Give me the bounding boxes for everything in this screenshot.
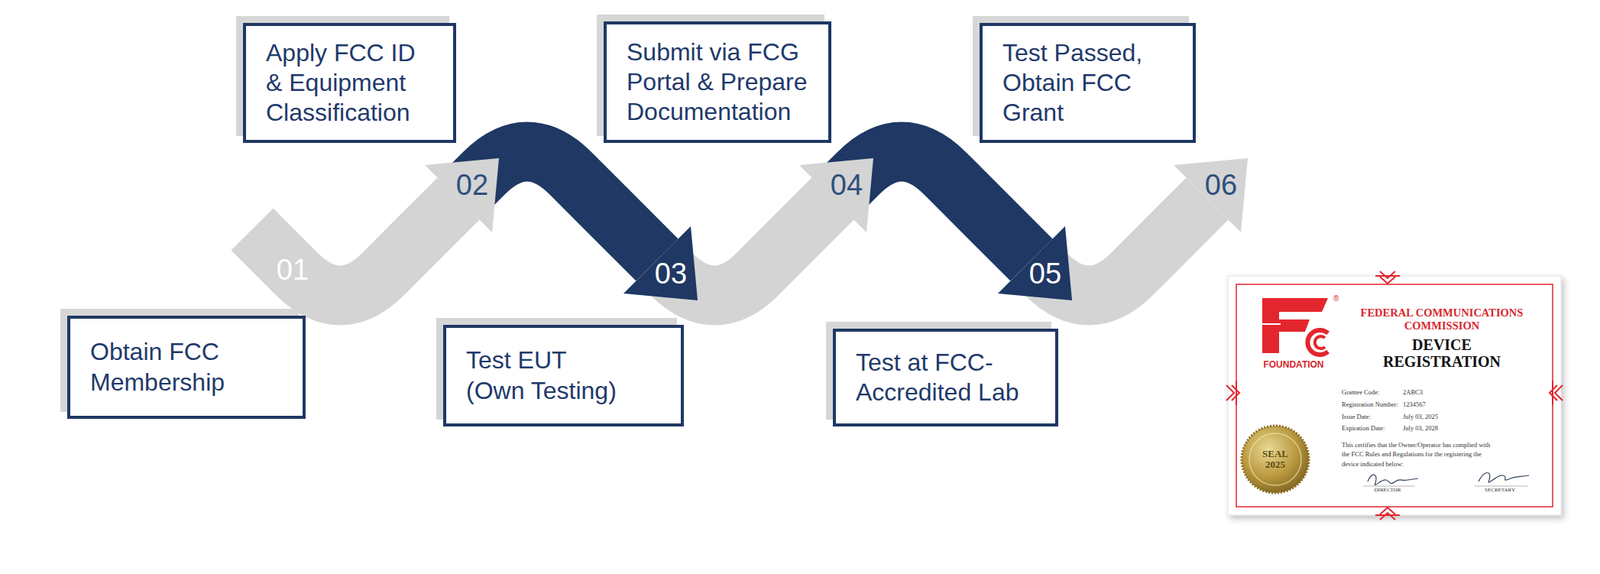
process-step-box: Obtain FCC Membership [67,315,306,419]
callout-number: 04 [830,168,863,202]
logo-caption: FOUNDATION [1255,359,1332,370]
process-step-box: Submit via FCG Portal & Prepare Document… [603,21,832,143]
signature-role: SECRETARY [1469,486,1531,493]
flow-arrowhead [997,226,1073,301]
flow-segment [840,152,1073,302]
certificate-illustration [1226,271,1563,520]
process-step-box: Test EUT (Own Testing) [443,324,684,427]
process-step-box: Apply FCC ID & Equipment Classification [242,22,457,143]
signature-scribble [1367,474,1419,485]
field-label: Issue Date: [1341,412,1371,421]
frame-ornament [1375,507,1400,520]
logo-letter-shape [1262,297,1328,354]
field-value: 1234567 [1402,400,1426,409]
flow-segment [664,158,874,296]
flow-segment [252,158,499,296]
field-label: Expiration Date: [1341,424,1385,432]
signature-scribble [1478,472,1529,483]
frame-ornament [1375,271,1400,284]
step-text: Test Passed, Obtain FCC Grant [1002,38,1179,128]
step-text: Test EUT (Own Testing) [466,345,628,405]
seal-disc [1241,425,1309,493]
callout-number: 06 [1204,168,1238,202]
step-text: Test at FCC-Accredited Lab [855,347,1040,408]
field-value: July 03, 2025 [1402,412,1439,421]
logo-stripe [1253,323,1281,325]
step-text: Submit via FCG Portal & Prepare Document… [626,37,818,127]
flow-band [252,198,459,296]
certificate-issuer: FEDERAL COMMUNICATIONS COMMISSION [1350,306,1534,332]
callout-number: 05 [1029,257,1062,291]
certificate-frame [1236,284,1553,507]
signature-line [1474,485,1529,487]
signature-role: DIRECTOR [1357,486,1419,493]
process-step-box: Test Passed, Obtain FCC Grant [979,22,1196,143]
field-label: Grantee Code: [1341,388,1380,396]
logo-arc [1307,330,1328,355]
frame-ornament [1549,380,1563,405]
callout-number: 03 [654,257,687,291]
step-text: Obtain FCC Membership [90,336,266,397]
seal-text: SEAL 2025 [1255,448,1296,471]
certificate-statement: This certifies that the Owner/Operator h… [1341,440,1495,469]
seal-ring [1249,433,1302,486]
flow-segment [1039,158,1248,296]
certificate-title: DEVICE REGISTRATION [1373,336,1511,370]
callout-number: 02 [456,168,489,202]
logo-arc [1314,336,1325,349]
field-value: 2ABC3 [1402,388,1423,396]
callout-number: 01 [276,253,309,287]
flow-arrowhead [623,226,698,301]
signature-line [1363,485,1416,487]
registered-mark: ® [1333,294,1339,304]
frame-ornament [1226,380,1240,405]
certificate-card: ® FOUNDATION FEDERAL COMMUNICATIONS COMMIS… [1227,275,1562,515]
field-label: Registration Number: [1341,400,1399,409]
flow-arrowhead [1173,158,1248,233]
flow-arrowhead [424,158,499,233]
process-step-box: Test at FCC-Accredited Lab [832,328,1059,427]
step-text: Apply FCC ID & Equipment Classification [265,38,431,128]
seal-badge: SEAL 2025 [1242,426,1309,493]
flow-arrowhead [799,158,874,233]
certificate-paper [1227,275,1562,515]
flow-segment [466,152,698,302]
field-value: July 03, 2028 [1402,424,1439,432]
